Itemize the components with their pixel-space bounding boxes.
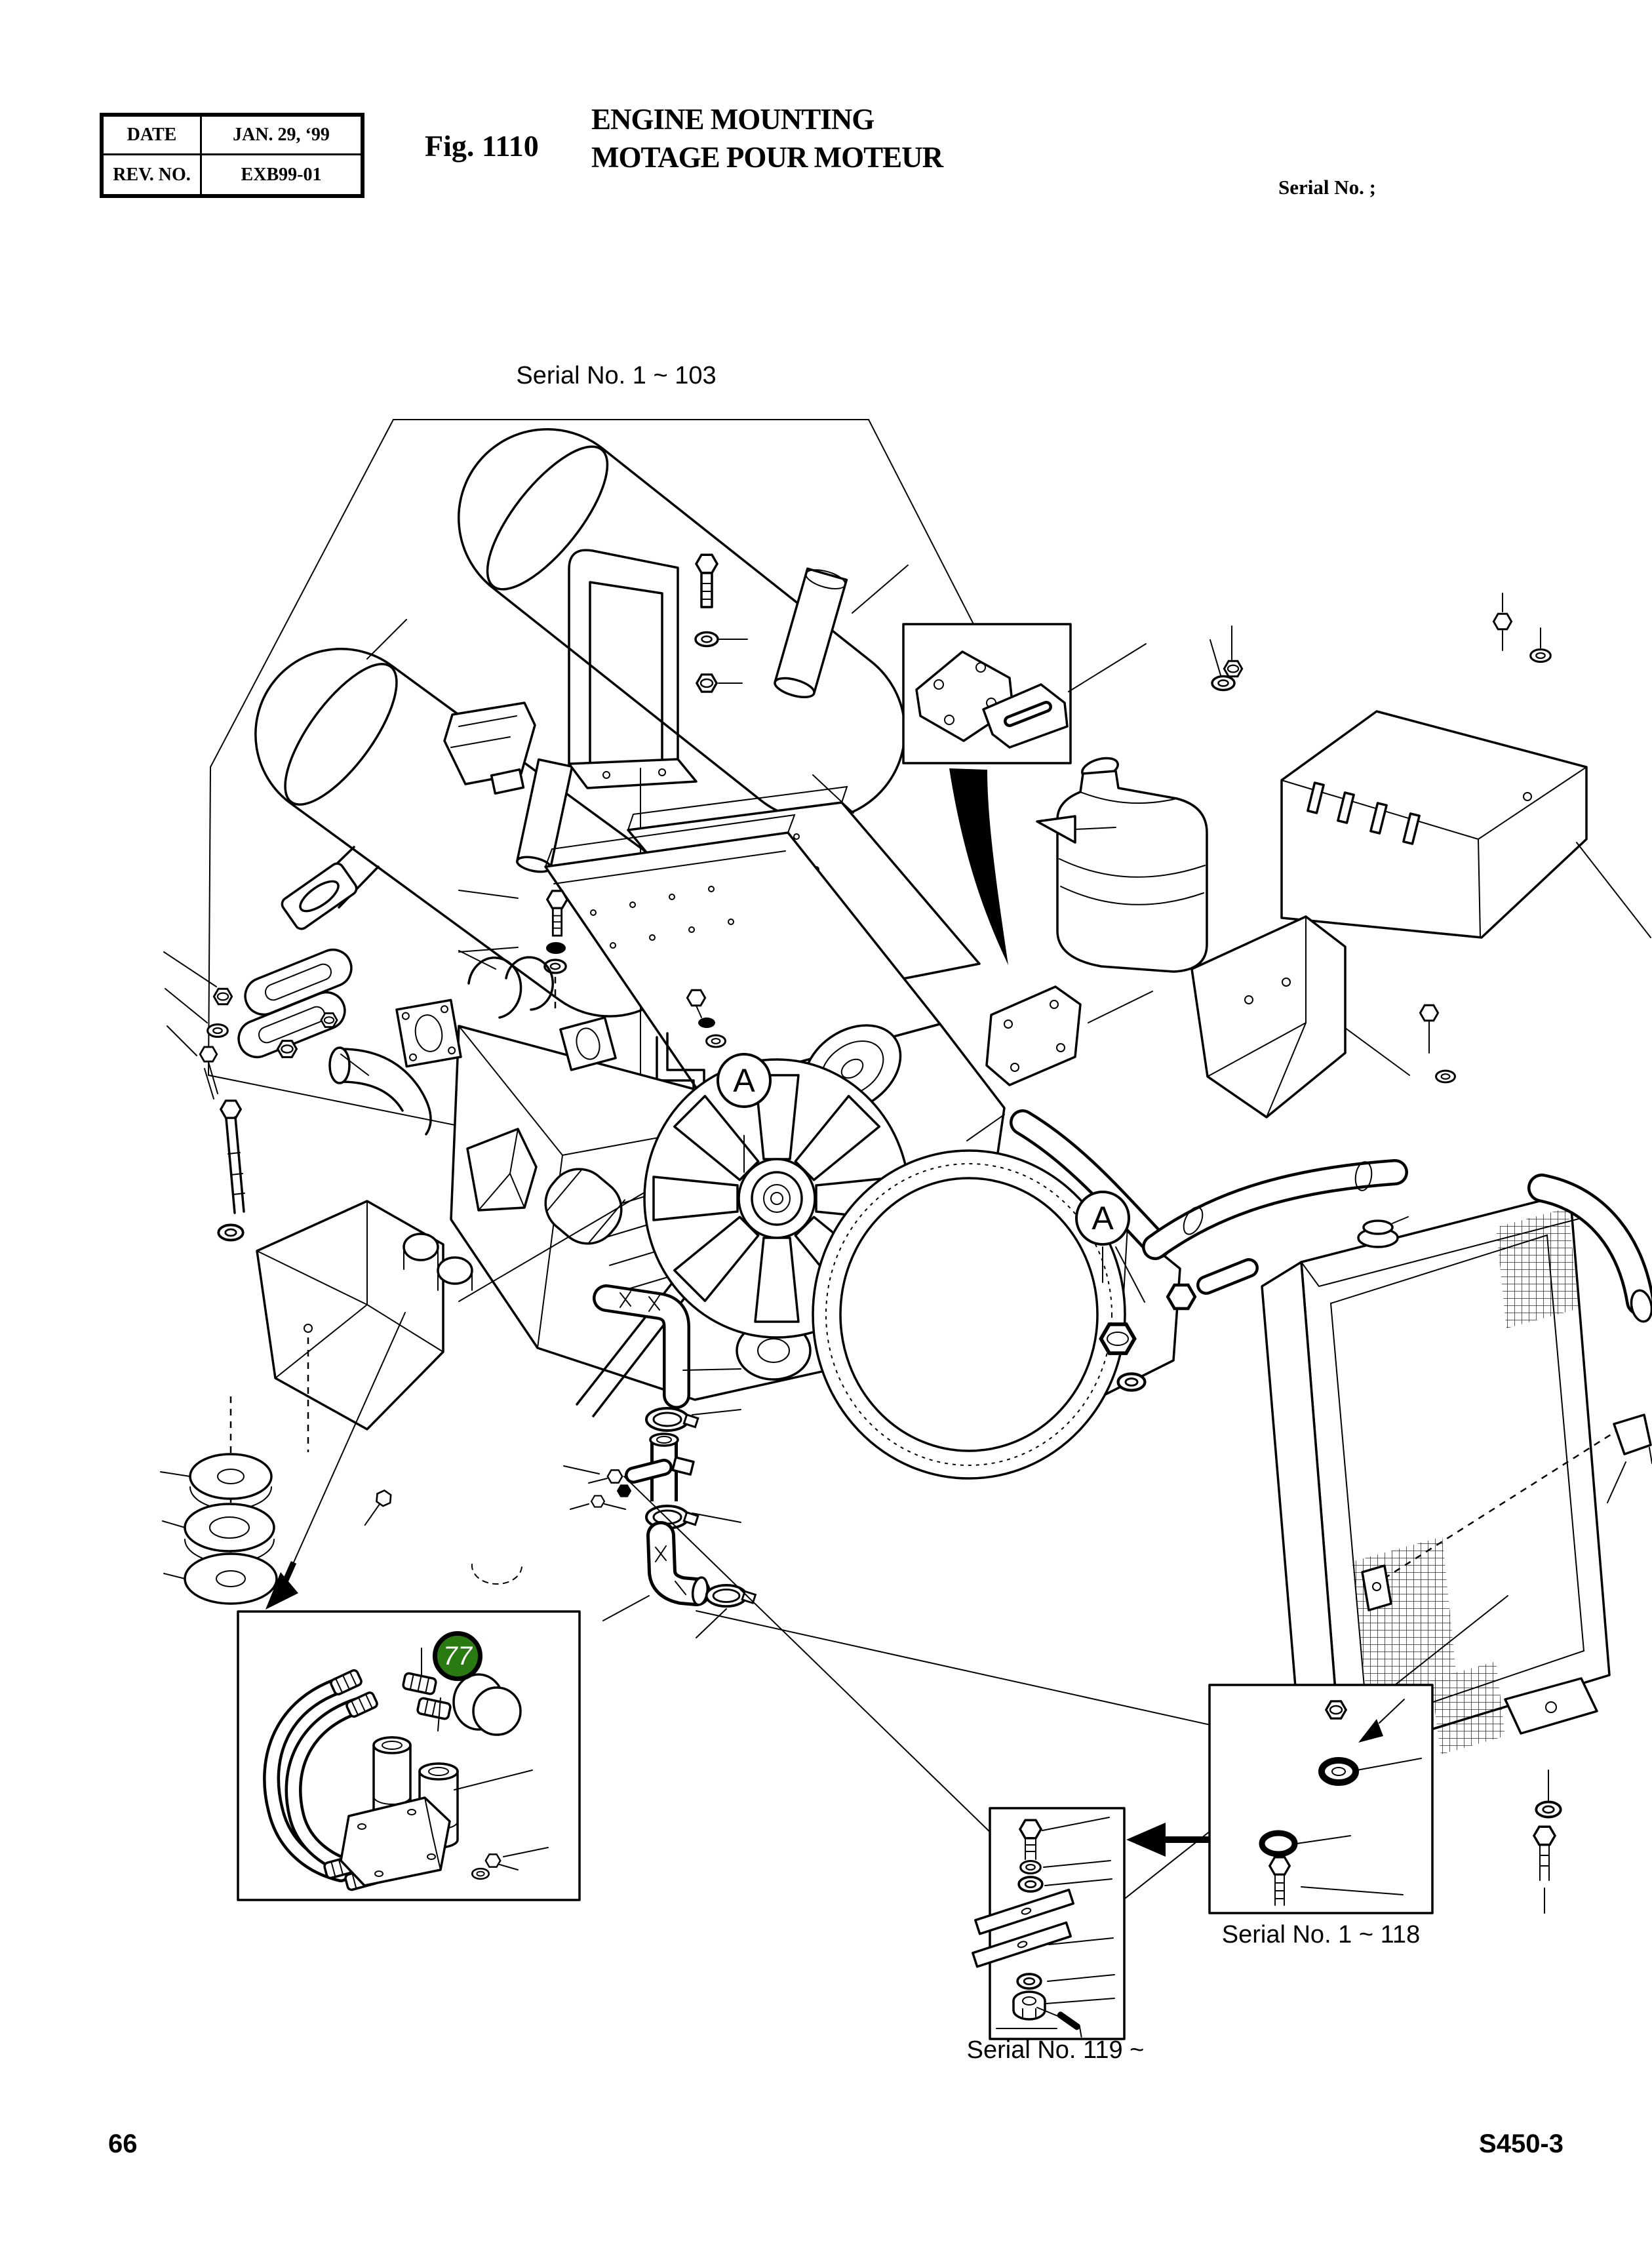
view-marker-a-2: A bbox=[1075, 1191, 1130, 1246]
page-number: 66 bbox=[108, 2129, 138, 2158]
reservoir-and-support-assembly bbox=[1036, 593, 1651, 1084]
serial-range-label-bottom: Serial No. 119 ~ bbox=[966, 2036, 1145, 2064]
figure-number: Fig. 1110 bbox=[425, 129, 539, 163]
leader-lines bbox=[458, 774, 1103, 1283]
radiator-assembly bbox=[1010, 1109, 1652, 1914]
document-code: S450-3 bbox=[1479, 2129, 1564, 2158]
serial-119-inset bbox=[972, 1807, 1126, 2040]
rev-value: EXB99-01 bbox=[241, 164, 322, 185]
oil-filter-detail-inset bbox=[237, 1312, 581, 1901]
part-number-badge-77: 77 bbox=[433, 1631, 482, 1681]
serial-range-label-right: Serial No. 1 ~ 118 bbox=[1221, 1921, 1421, 1948]
revision-table: DATE JAN. 29, ‘99 REV. NO. EXB99-01 bbox=[100, 113, 364, 198]
muffler-enclosure-outline bbox=[207, 419, 1023, 1168]
swoosh-pointer bbox=[949, 768, 1008, 965]
date-label: DATE bbox=[104, 117, 202, 155]
serial-range-label-top: Serial No. 1 ~ 103 bbox=[516, 362, 717, 389]
date-value: JAN. 29, ‘99 bbox=[202, 117, 361, 155]
rev-label: REV. NO. bbox=[104, 155, 202, 194]
serial-note: Serial No. ; bbox=[1278, 176, 1376, 199]
serial-118-inset bbox=[1126, 1684, 1434, 1914]
fan-shroud-ring bbox=[812, 1149, 1126, 1480]
view-marker-a-1: A bbox=[717, 1053, 772, 1108]
bracket-detail-inset bbox=[902, 623, 1147, 764]
coolant-pipe-group bbox=[563, 1284, 757, 1638]
page-title-en: ENGINE MOUNTING bbox=[591, 103, 875, 136]
view-marker-letter: A bbox=[733, 1062, 755, 1099]
view-marker-letter: A bbox=[1092, 1200, 1114, 1236]
badge-number: 77 bbox=[440, 1641, 475, 1671]
page-title-fr: MOTAGE POUR MOTEUR bbox=[591, 141, 943, 174]
